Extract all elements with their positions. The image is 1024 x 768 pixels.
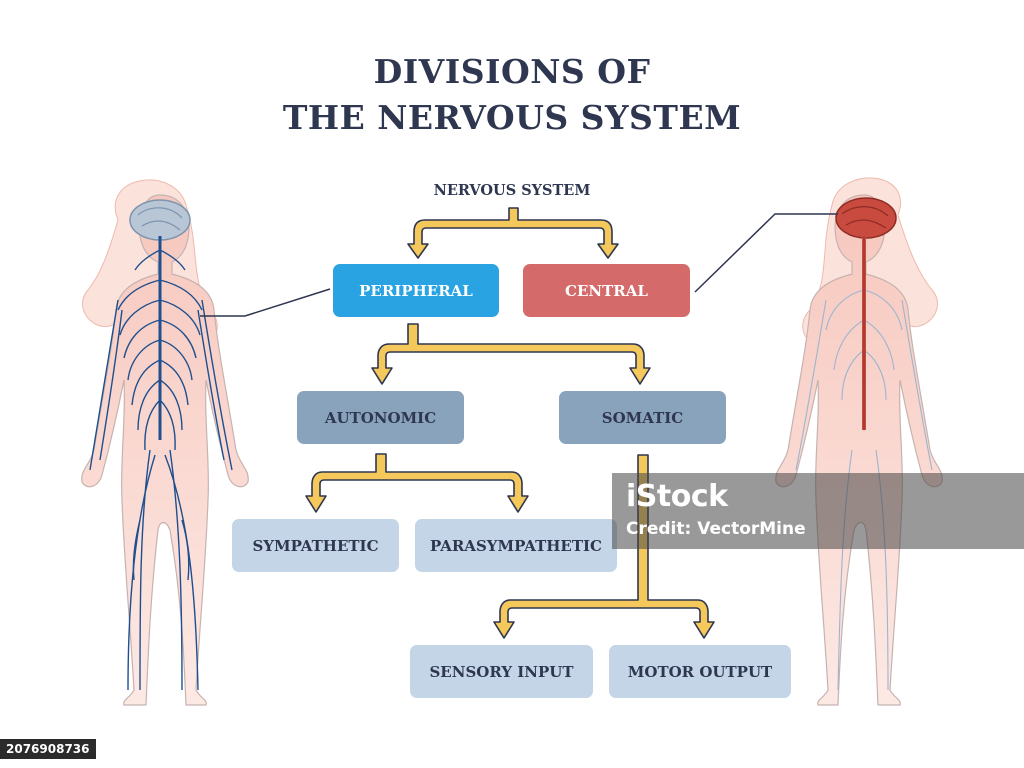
central-box: Central bbox=[523, 264, 690, 317]
peripheral-box: Peripheral bbox=[333, 264, 499, 317]
autonomic-box: Autonomic bbox=[297, 391, 464, 444]
watermark-overlay: iStock Credit: VectorMine bbox=[612, 473, 1024, 549]
title-line-1: DIVISIONS OF bbox=[373, 52, 651, 91]
motor-output-box: Motor output bbox=[609, 645, 791, 698]
left-body-figure bbox=[81, 179, 249, 706]
left-figure-brain bbox=[129, 199, 191, 241]
stock-id-label: 2076908736 bbox=[0, 739, 96, 759]
somatic-box: Somatic bbox=[559, 391, 726, 444]
right-figure-brain bbox=[835, 197, 897, 239]
right-body-figure bbox=[775, 177, 943, 706]
peripheral-pointer-line bbox=[200, 288, 331, 317]
arrow-autonomic-split bbox=[305, 453, 529, 513]
title-line-2: THE NERVOUS SYSTEM bbox=[282, 98, 742, 137]
sensory-input-box: Sensory input bbox=[410, 645, 593, 698]
arrow-root-split bbox=[407, 207, 619, 259]
parasympathetic-box: Parasympathetic bbox=[415, 519, 617, 572]
arrow-somatic-split bbox=[493, 454, 715, 639]
sympathetic-box: Sympathetic bbox=[232, 519, 399, 572]
arrow-peripheral-split bbox=[371, 323, 651, 385]
watermark-logo: iStock bbox=[626, 479, 728, 514]
central-pointer-line bbox=[694, 213, 838, 293]
nervous-system-label: Nervous system bbox=[433, 182, 591, 199]
watermark-credit: Credit: VectorMine bbox=[626, 519, 806, 539]
